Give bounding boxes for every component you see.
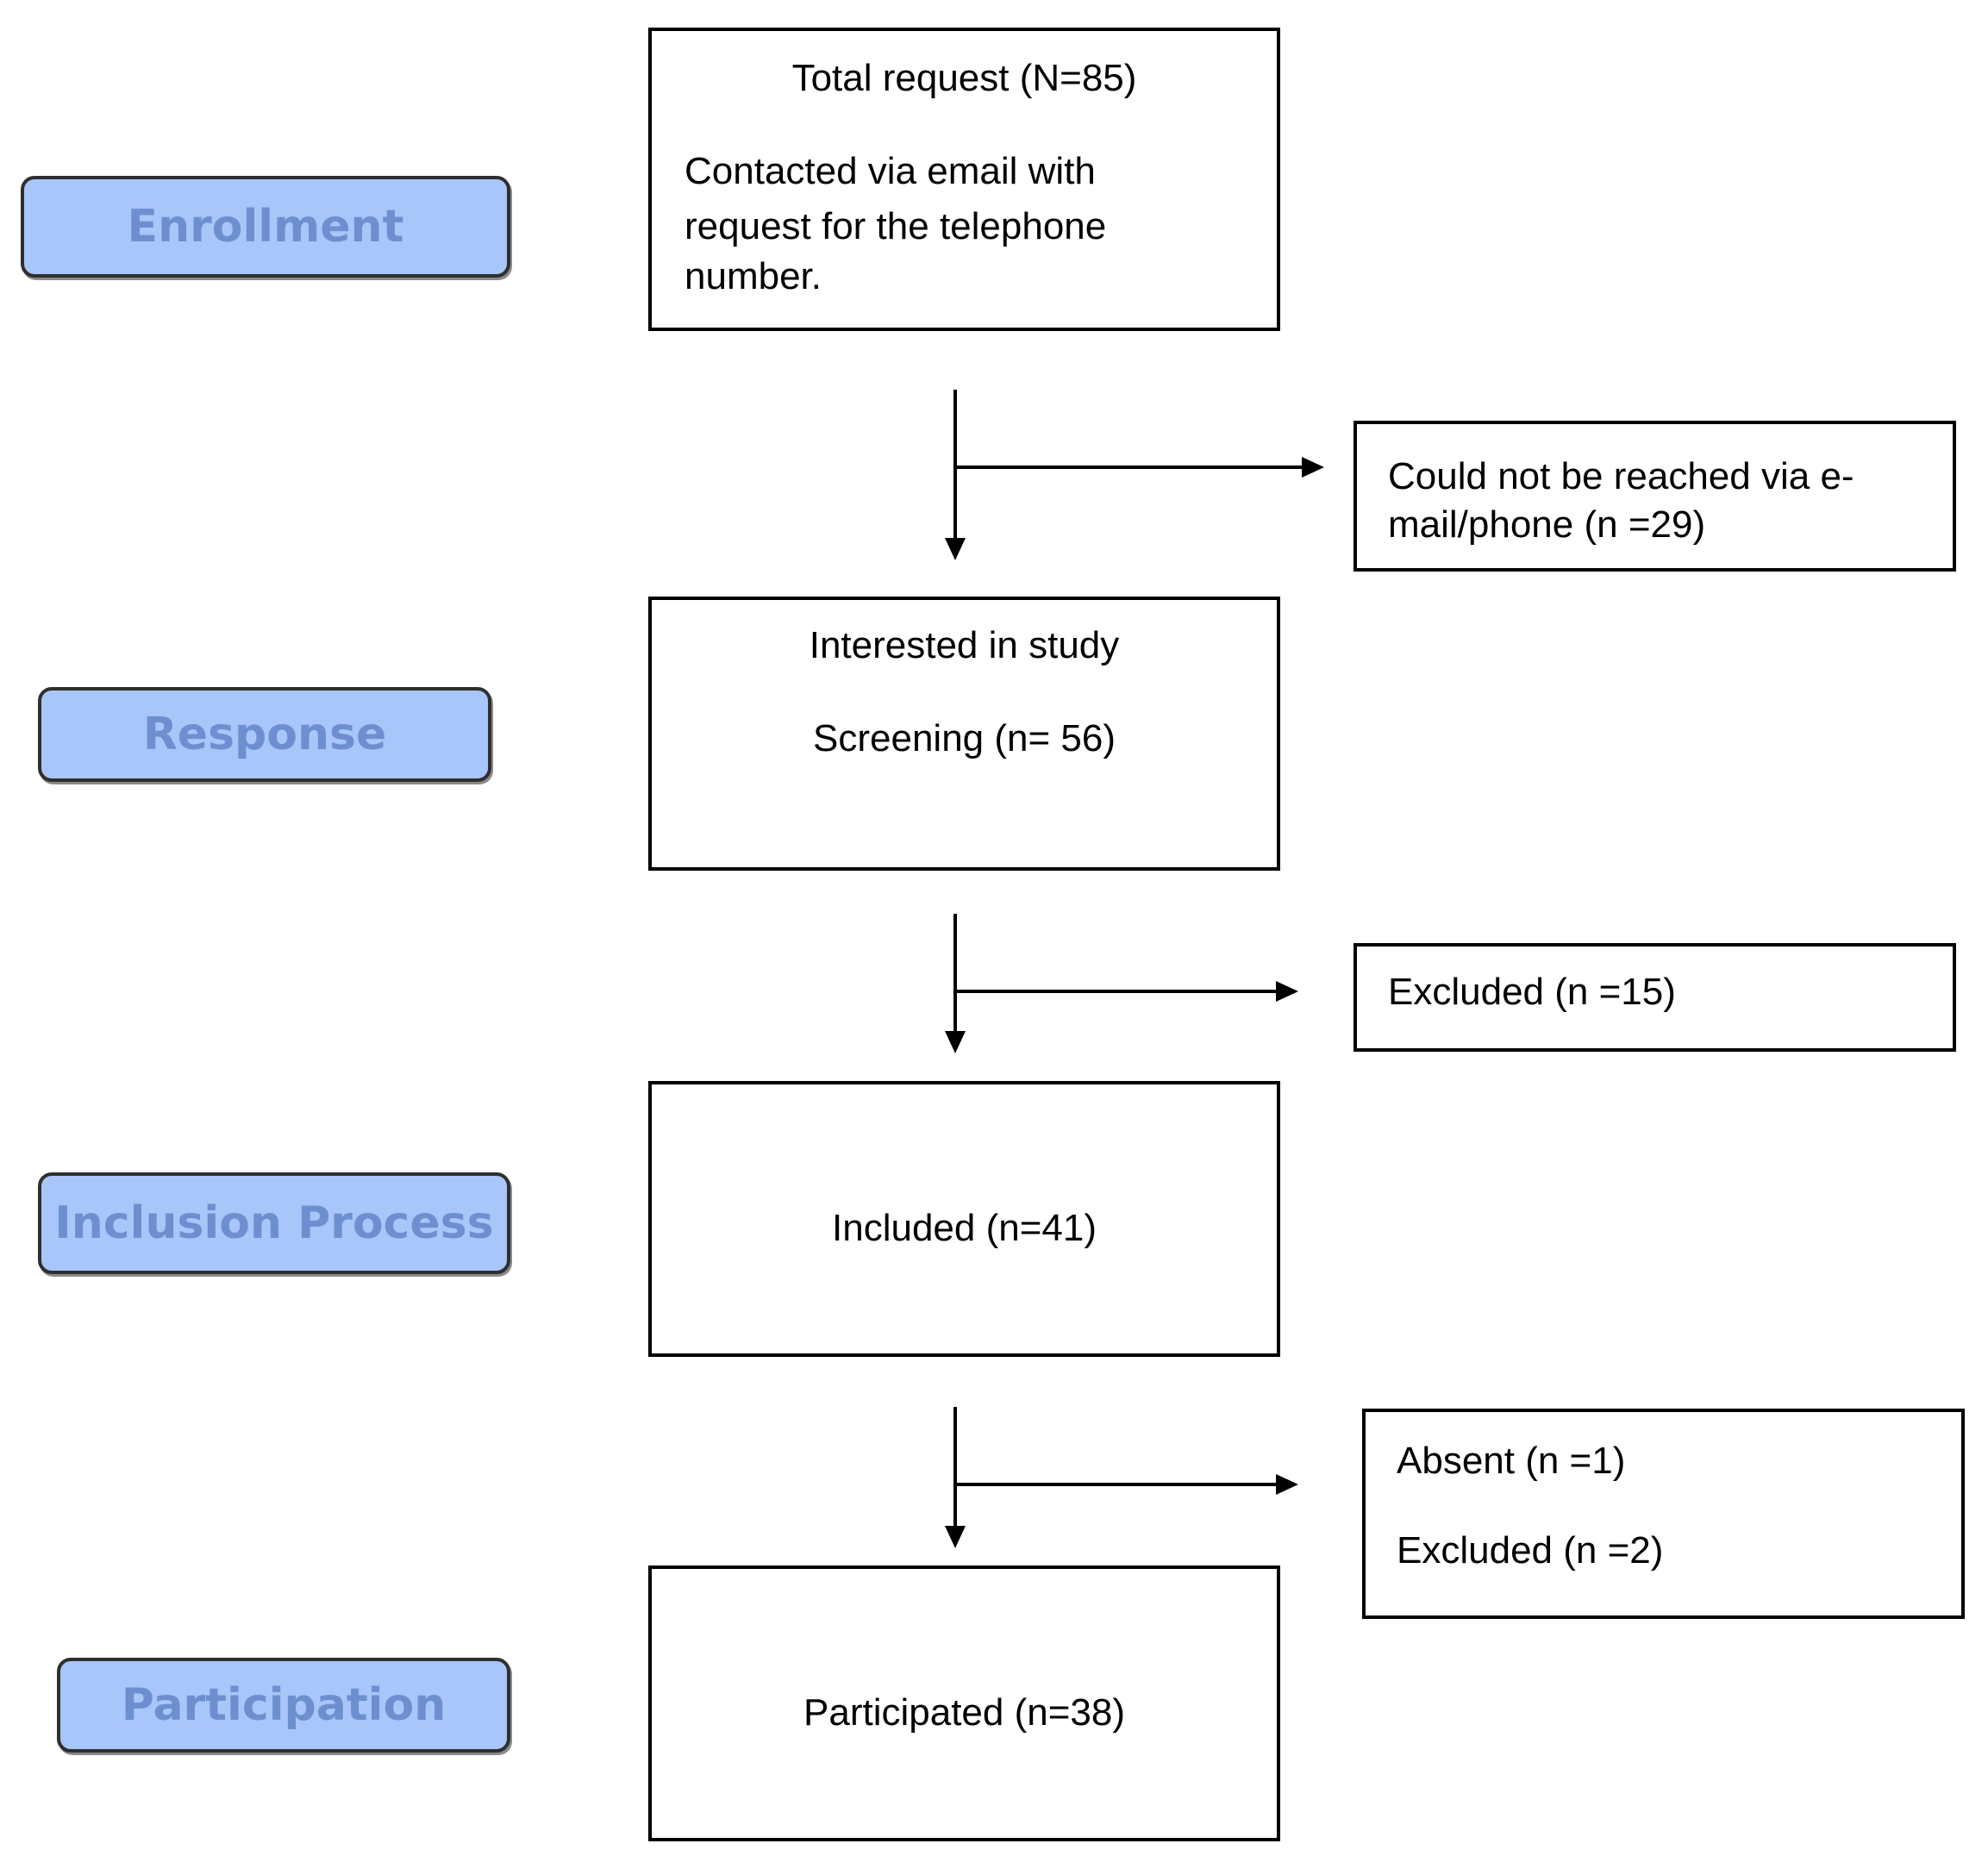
box-excluded-15: Excluded (n =15) <box>1353 943 1956 1052</box>
box-included: Included (n=41) <box>648 1081 1280 1357</box>
box-not-reached: Could not be reached via e- mail/phone (… <box>1353 421 1956 572</box>
connector-1-arrowhead <box>945 538 966 560</box>
stage-participation-label: Participation <box>121 1679 447 1731</box>
connector-2-horizontal <box>953 990 1279 993</box>
stage-participation: Participation <box>57 1658 510 1753</box>
interested-line2: Screening (n= 56) <box>813 717 1116 759</box>
connector-3-horizontal <box>953 1483 1279 1486</box>
interested-line1: Interested in study <box>809 624 1120 666</box>
connector-3-vertical <box>953 1407 957 1540</box>
connector-1-side-arrowhead <box>1302 457 1324 478</box>
box-participated: Participated (n=38) <box>648 1565 1280 1841</box>
stage-inclusion-process: Inclusion Process <box>38 1172 510 1274</box>
box-total-request: Total request (N=85) Contacted via email… <box>648 28 1280 331</box>
included-label: Included (n=41) <box>832 1207 1097 1249</box>
stage-enrollment: Enrollment <box>21 176 510 278</box>
stage-response-label: Response <box>142 709 387 760</box>
box-interested: Interested in study Screening (n= 56) <box>648 597 1280 871</box>
total-request-line1: Contacted via email with <box>685 150 1096 192</box>
excluded-2-label: Excluded (n =2) <box>1397 1529 1664 1572</box>
stage-inclusion-label: Inclusion Process <box>54 1197 494 1249</box>
box-absent-excluded: Absent (n =1) Excluded (n =2) <box>1362 1409 1965 1619</box>
not-reached-line2: mail/phone (n =29) <box>1388 503 1706 546</box>
absent-label: Absent (n =1) <box>1397 1440 1626 1482</box>
not-reached-line1: Could not be reached via e- <box>1388 455 1854 497</box>
connector-2-side-arrowhead <box>1276 981 1298 1002</box>
connector-1-horizontal <box>953 466 1305 469</box>
stage-enrollment-label: Enrollment <box>127 201 404 253</box>
participated-label: Participated (n=38) <box>803 1691 1125 1734</box>
total-request-line3: number. <box>685 255 822 297</box>
connector-2-vertical <box>953 914 957 1043</box>
connector-3-side-arrowhead <box>1276 1474 1298 1495</box>
total-request-line2: request for the telephone <box>685 205 1107 247</box>
stage-response: Response <box>38 687 491 782</box>
total-request-title: Total request (N=85) <box>791 57 1137 99</box>
connector-3-arrowhead <box>945 1526 966 1548</box>
excluded-15-label: Excluded (n =15) <box>1388 971 1676 1013</box>
connector-2-arrowhead <box>945 1031 966 1053</box>
